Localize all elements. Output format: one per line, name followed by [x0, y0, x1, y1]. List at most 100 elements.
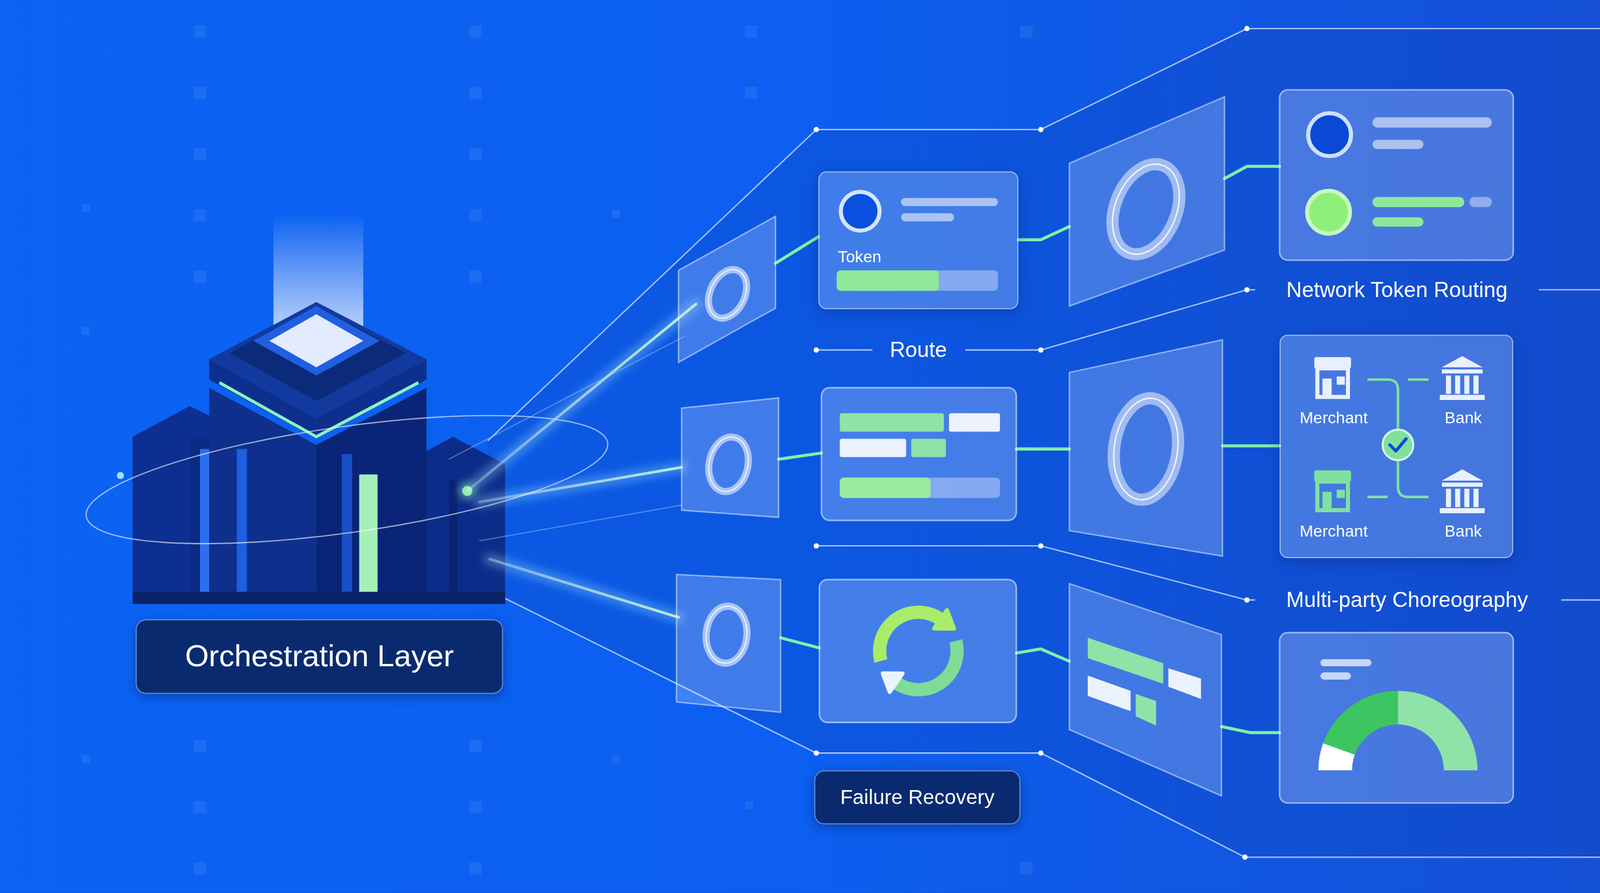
node-text: Merchant	[1299, 522, 1368, 541]
glass-panel	[681, 397, 779, 517]
orchestration-building	[219, 382, 419, 437]
party-icons	[1473, 375, 1479, 395]
token-details	[901, 197, 999, 206]
ring-symbol	[704, 433, 754, 496]
light-beam	[489, 559, 679, 618]
connector-glow	[1222, 444, 1280, 448]
pixel-dots	[469, 862, 482, 875]
pixel-dots	[469, 209, 482, 222]
orchestration-building	[132, 591, 506, 605]
pixel-dots	[612, 755, 621, 764]
frame-dot	[1038, 750, 1044, 756]
light-beam	[467, 304, 696, 491]
status-bars	[1135, 693, 1156, 725]
frame-dot	[1038, 543, 1044, 549]
party-icons	[1464, 375, 1470, 395]
light-beam	[467, 304, 696, 618]
orchestration-building	[200, 448, 211, 592]
node-text: Bank	[1444, 522, 1482, 541]
routing-details	[1372, 217, 1424, 227]
node-text: Merchant	[1299, 408, 1368, 428]
ring-symbol	[701, 263, 755, 325]
party-icons	[1314, 356, 1485, 514]
node-text: Bank	[1444, 408, 1482, 428]
pixel-dots	[193, 25, 206, 38]
pixel-dots	[193, 86, 206, 99]
party-icons	[1389, 438, 1406, 452]
pixel-dots	[469, 801, 482, 814]
glass-panel	[1069, 339, 1223, 556]
party-icons	[1317, 481, 1349, 510]
glass-card	[821, 387, 1017, 521]
party-icons	[1441, 356, 1483, 368]
gauge-chart	[1323, 690, 1399, 755]
route-bars	[948, 413, 1000, 432]
light-beam	[489, 559, 679, 618]
frame-dot	[1038, 126, 1044, 132]
pixel-dots	[469, 86, 482, 99]
glass-card	[1279, 632, 1514, 803]
flow-label: Network Token Routing	[1286, 277, 1508, 302]
ring-symbol	[704, 433, 754, 496]
frame-dot	[813, 26, 1250, 860]
frame-dot	[813, 543, 820, 549]
route-bars	[839, 413, 944, 432]
glass-panel	[676, 574, 781, 713]
orbit-ring	[79, 390, 616, 570]
ring-symbol	[703, 604, 750, 666]
layer-label-box: Orchestration Layer	[135, 619, 503, 694]
status-pill: Failure Recovery	[814, 770, 1021, 825]
token-details	[836, 270, 998, 291]
frame-line	[487, 589, 1600, 857]
gauge-chart	[1318, 659, 1478, 771]
connector-glow	[780, 637, 820, 649]
token-details	[836, 270, 939, 291]
panel-region	[487, 28, 1600, 857]
ring-symbol	[1107, 394, 1185, 505]
pixel-dots	[469, 270, 482, 283]
pixel-dots	[193, 862, 206, 875]
pixel-dots	[469, 147, 482, 160]
gauge-chart	[1320, 672, 1352, 680]
frame-dot	[813, 750, 820, 756]
node-text: Token	[837, 247, 882, 267]
pixel-dots	[193, 801, 206, 814]
pixel-dots	[612, 209, 621, 218]
token-details	[840, 191, 880, 231]
frame-line	[487, 28, 1600, 857]
recovery-arrows	[882, 673, 903, 692]
glass-panel	[1069, 97, 1225, 307]
flow-label: Multi-party Choreography	[1286, 587, 1528, 613]
pixel-dots	[744, 86, 757, 99]
glass-panel	[678, 216, 776, 363]
light-beam	[467, 304, 696, 618]
light-beam	[467, 304, 696, 491]
pixel-dots	[193, 147, 206, 160]
connector-glow	[1224, 166, 1280, 179]
party-icons	[1336, 376, 1345, 385]
party-icons	[1367, 379, 1429, 498]
connector-glow	[778, 452, 822, 460]
orchestration-building	[252, 306, 380, 376]
frame-line	[816, 349, 873, 351]
party-icons	[1314, 356, 1485, 514]
ring-symbol	[1100, 154, 1192, 264]
party-icons	[1408, 378, 1429, 381]
gauge-chart	[1397, 690, 1478, 771]
recovery-arrows	[934, 609, 955, 629]
orchestration-building	[209, 302, 427, 419]
pixel-dots	[744, 25, 757, 38]
orchestration-building	[132, 214, 506, 605]
orbit-ring	[79, 390, 616, 570]
pixel-dots	[469, 25, 482, 38]
party-icons	[1441, 369, 1483, 374]
party-icons	[1445, 375, 1452, 395]
party-icons	[1439, 508, 1485, 514]
token-details	[836, 191, 998, 291]
pixel-dots	[469, 739, 482, 752]
party-icons	[1336, 489, 1345, 498]
route-bars	[839, 477, 931, 498]
